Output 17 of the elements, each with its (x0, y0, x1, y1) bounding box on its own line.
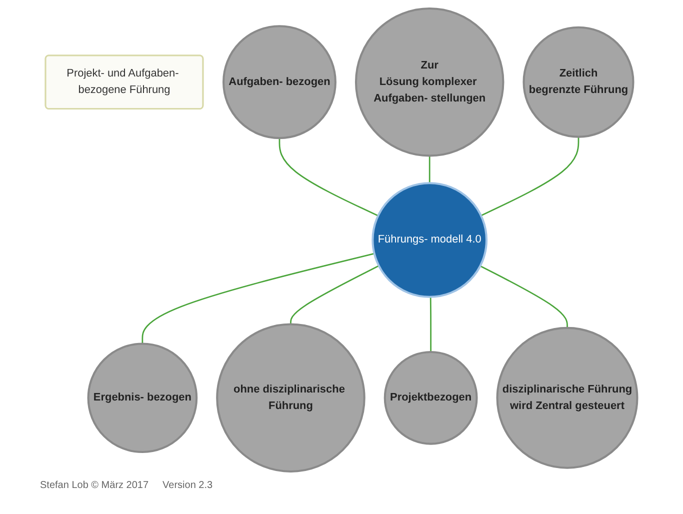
connector (480, 136, 580, 216)
node-circle: Zeitlich begrenzte Führung (522, 26, 634, 138)
connector (278, 138, 379, 216)
connector (290, 265, 380, 324)
footer-text: Version 2.3 (162, 480, 213, 491)
node-circle: ohne disziplinarische Führung (216, 323, 366, 473)
node-circle: Projektbezogen (384, 350, 478, 445)
connector (430, 296, 432, 352)
connector (142, 252, 375, 344)
node-circle: Zur Lösung komplexer Aufgaben- stellungen (355, 7, 504, 157)
node-circle: Führungs- modell 4.0 (372, 182, 488, 298)
connector (429, 156, 430, 184)
node-circle: Ergebnis- bezogen (87, 342, 198, 454)
footer-text: Stefan Lob © März 2017 (40, 480, 149, 491)
connector (480, 265, 568, 328)
node-circle: Aufgaben- bezogen (222, 25, 337, 140)
node-circle: disziplinarische Führung wird Zentral gesteuert (496, 326, 638, 469)
